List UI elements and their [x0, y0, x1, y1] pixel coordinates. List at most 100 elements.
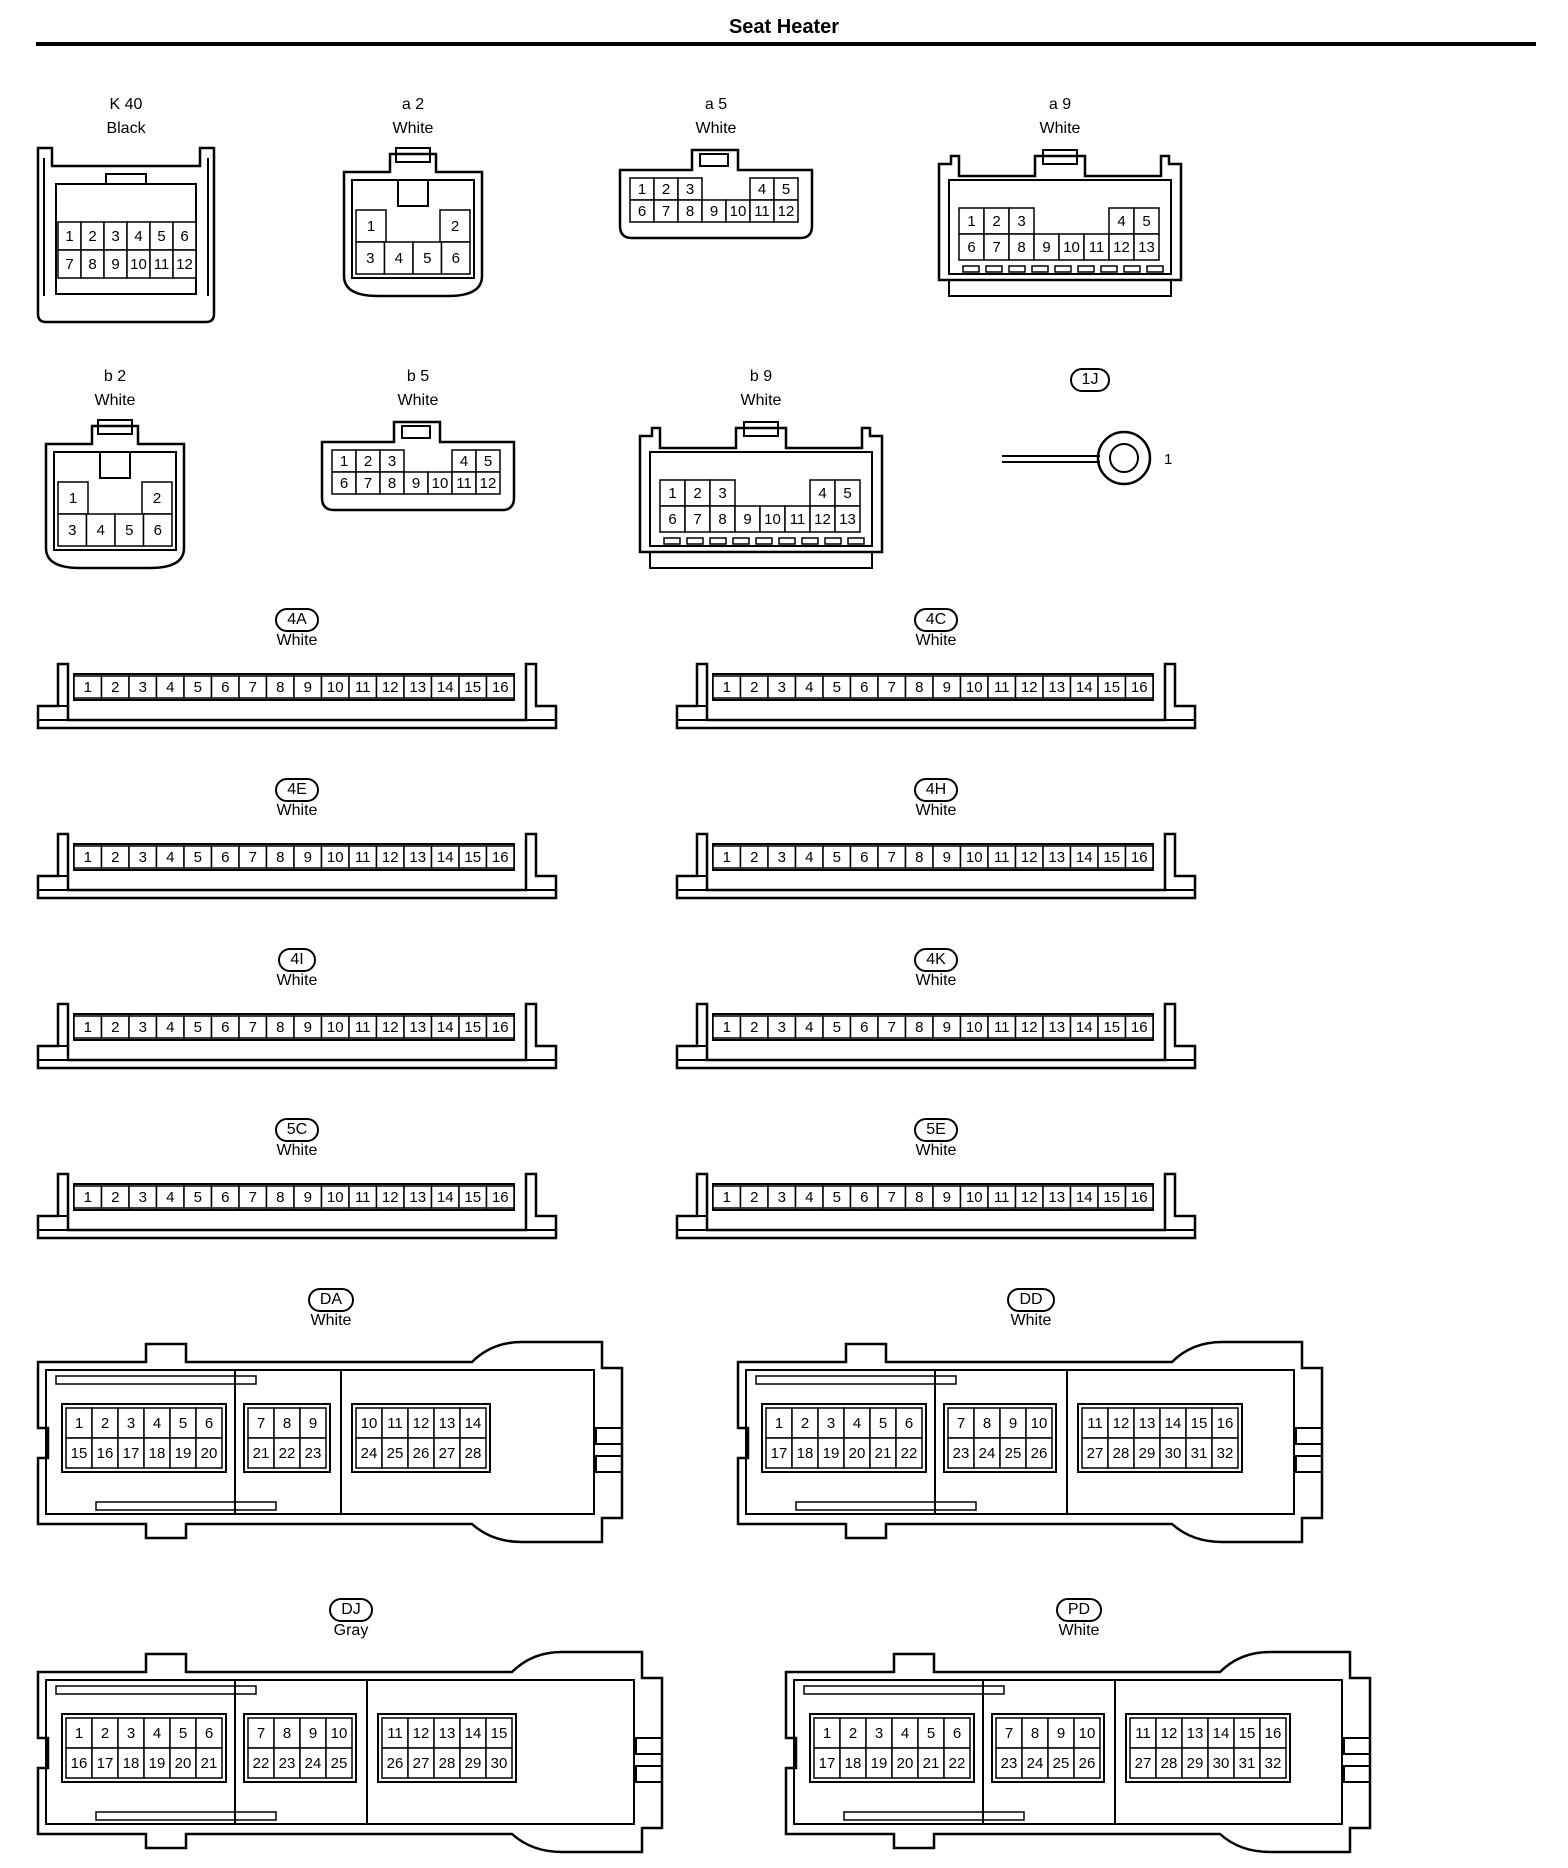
pin-number: 13 [1048, 679, 1065, 696]
latch [105, 173, 147, 185]
ring-terminal: 1 [1002, 430, 1172, 486]
pin-number: 1 [84, 679, 92, 696]
pin-box [65, 1747, 93, 1779]
pin-number: 15 [464, 1189, 481, 1206]
pin-box [839, 1717, 867, 1749]
pin-cell: 28 [1155, 1747, 1183, 1779]
pin-number: 9 [1042, 239, 1050, 256]
pin-cell: 10 [725, 199, 751, 223]
pin-number: 16 [492, 1189, 509, 1206]
pin-number: 4 [134, 228, 142, 245]
pin-cell: 4 [155, 845, 185, 869]
rail-slot [1077, 265, 1095, 273]
pin-number: 27 [1135, 1755, 1152, 1772]
pin-cell: 19 [143, 1747, 171, 1779]
pin-box [817, 1407, 845, 1439]
pin-cell: 10 [1073, 1717, 1101, 1749]
pin-cell: 16 [1259, 1717, 1287, 1749]
pin-cell: 20 [169, 1747, 197, 1779]
pin-cell: 1 [65, 1407, 93, 1439]
side-lock [595, 1455, 623, 1473]
pin-number: 8 [983, 1415, 991, 1432]
pin-number: 12 [1021, 1019, 1038, 1036]
pin-number: 8 [1017, 239, 1025, 256]
pin-cell: 13 [403, 1015, 433, 1039]
pin-cell: 9 [293, 845, 323, 869]
pin-box [895, 1437, 923, 1469]
pin-cell: 16 [485, 675, 515, 699]
side-lock [635, 1737, 663, 1755]
pin-box [91, 1407, 119, 1439]
pin-cell: 32 [1259, 1747, 1287, 1779]
connector-code: b 5 [406, 368, 430, 385]
connector-code-label: 4A [36, 608, 558, 632]
pin-number: 2 [364, 453, 372, 470]
pin-number: 27 [1087, 1445, 1104, 1462]
pin-number: 11 [1135, 1725, 1151, 1742]
pin-cell: 30 [485, 1747, 513, 1779]
connector-color-label: White [397, 392, 439, 409]
pin-cell: 4 [383, 241, 414, 275]
pin-number: 11 [387, 1725, 403, 1742]
pin-number: 12 [1021, 679, 1038, 696]
pin-cell: 28 [1107, 1437, 1135, 1469]
pin-box [684, 505, 711, 533]
pin-box [143, 1437, 171, 1469]
pin-number: 10 [327, 679, 344, 696]
pin-number: 8 [283, 1415, 291, 1432]
pin-number: 14 [437, 1189, 454, 1206]
pin-cell: 11 [149, 249, 174, 279]
pin-number: 1 [84, 1189, 92, 1206]
pin-box [983, 233, 1010, 261]
pin-cell: 9 [701, 199, 727, 223]
pin-number: 2 [451, 218, 459, 235]
pin-cell: 5 [475, 449, 501, 473]
pin-cell: 16 [485, 845, 515, 869]
pin-cell: 8 [265, 1185, 295, 1209]
pin-number: 10 [966, 679, 983, 696]
pin-number: 16 [71, 1755, 88, 1772]
pin-number: 16 [1131, 679, 1148, 696]
connector-color-label: White [276, 802, 318, 819]
pin-block-frame [351, 1403, 491, 1473]
housing-inner [45, 1679, 635, 1825]
pin-number: 13 [1048, 849, 1065, 866]
pin-cell: 2 [439, 209, 471, 243]
pin-cell: 4 [809, 479, 836, 507]
pin-cell: 14 [430, 1015, 460, 1039]
pin-number: 9 [1009, 1415, 1017, 1432]
pin-number: 15 [1103, 1019, 1120, 1036]
pin-number: 6 [205, 1415, 213, 1432]
pin-cell: 21 [195, 1747, 223, 1779]
pin-number: 23 [305, 1445, 322, 1462]
housing-outline [36, 662, 558, 730]
pin-number: 4 [805, 1019, 813, 1036]
pin-number: 3 [139, 849, 147, 866]
pin-cell: 13 [1181, 1717, 1209, 1749]
pin-cell: 10 [1058, 233, 1085, 261]
connector-code-label: 4I [36, 948, 558, 972]
pin-number: 8 [388, 475, 396, 492]
pin-cell: 3 [379, 449, 405, 473]
pin-number: 9 [304, 849, 312, 866]
pin-cell: 5 [869, 1407, 897, 1439]
pin-number: 30 [1213, 1755, 1230, 1772]
pin-cell: 3 [767, 675, 797, 699]
pin-number: 3 [778, 1189, 786, 1206]
pin-number: 6 [967, 239, 975, 256]
pin-number: 12 [382, 849, 399, 866]
housing-outline [618, 148, 814, 240]
pin-number: 13 [409, 679, 426, 696]
pin-cell: 11 [451, 471, 477, 495]
pin-box [485, 845, 515, 869]
pin-cell: 6 [331, 471, 357, 495]
pin-number: 2 [111, 679, 119, 696]
pin-cell: 18 [839, 1747, 867, 1779]
pin-cell: 27 [1129, 1747, 1157, 1779]
pin-block-frame [991, 1713, 1105, 1783]
pin-number: 7 [249, 1189, 257, 1206]
pin-number: 5 [782, 181, 790, 198]
